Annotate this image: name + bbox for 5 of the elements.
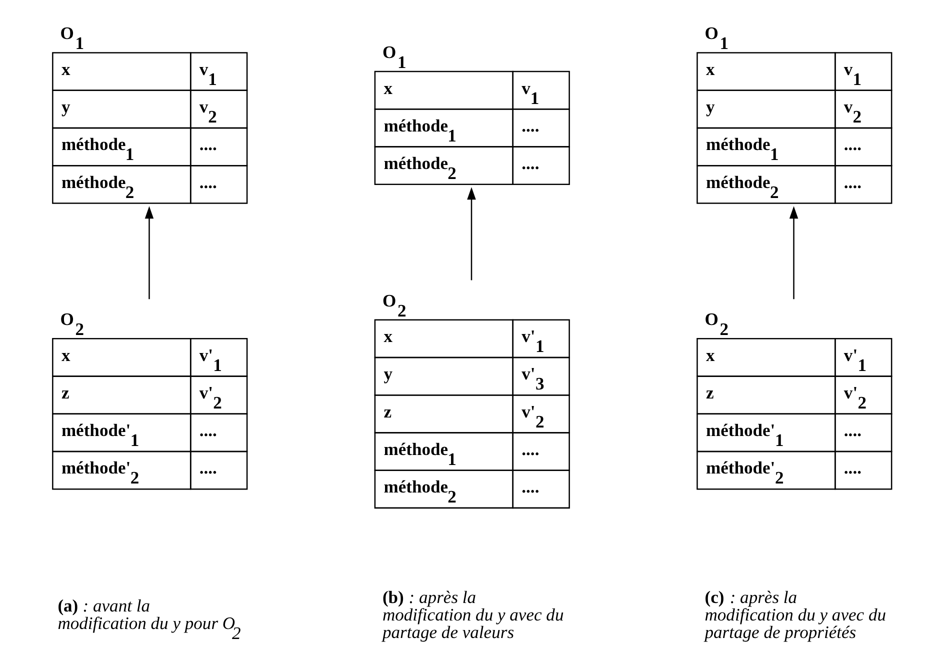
label: (c) : après la modification du y avec du partage de propriétés [704, 586, 886, 642]
arrow [144, 206, 154, 300]
arrow [789, 206, 798, 300]
label: (b) : après la modification du y avec du partage de valeurs [382, 586, 564, 642]
arrow [467, 187, 476, 280]
